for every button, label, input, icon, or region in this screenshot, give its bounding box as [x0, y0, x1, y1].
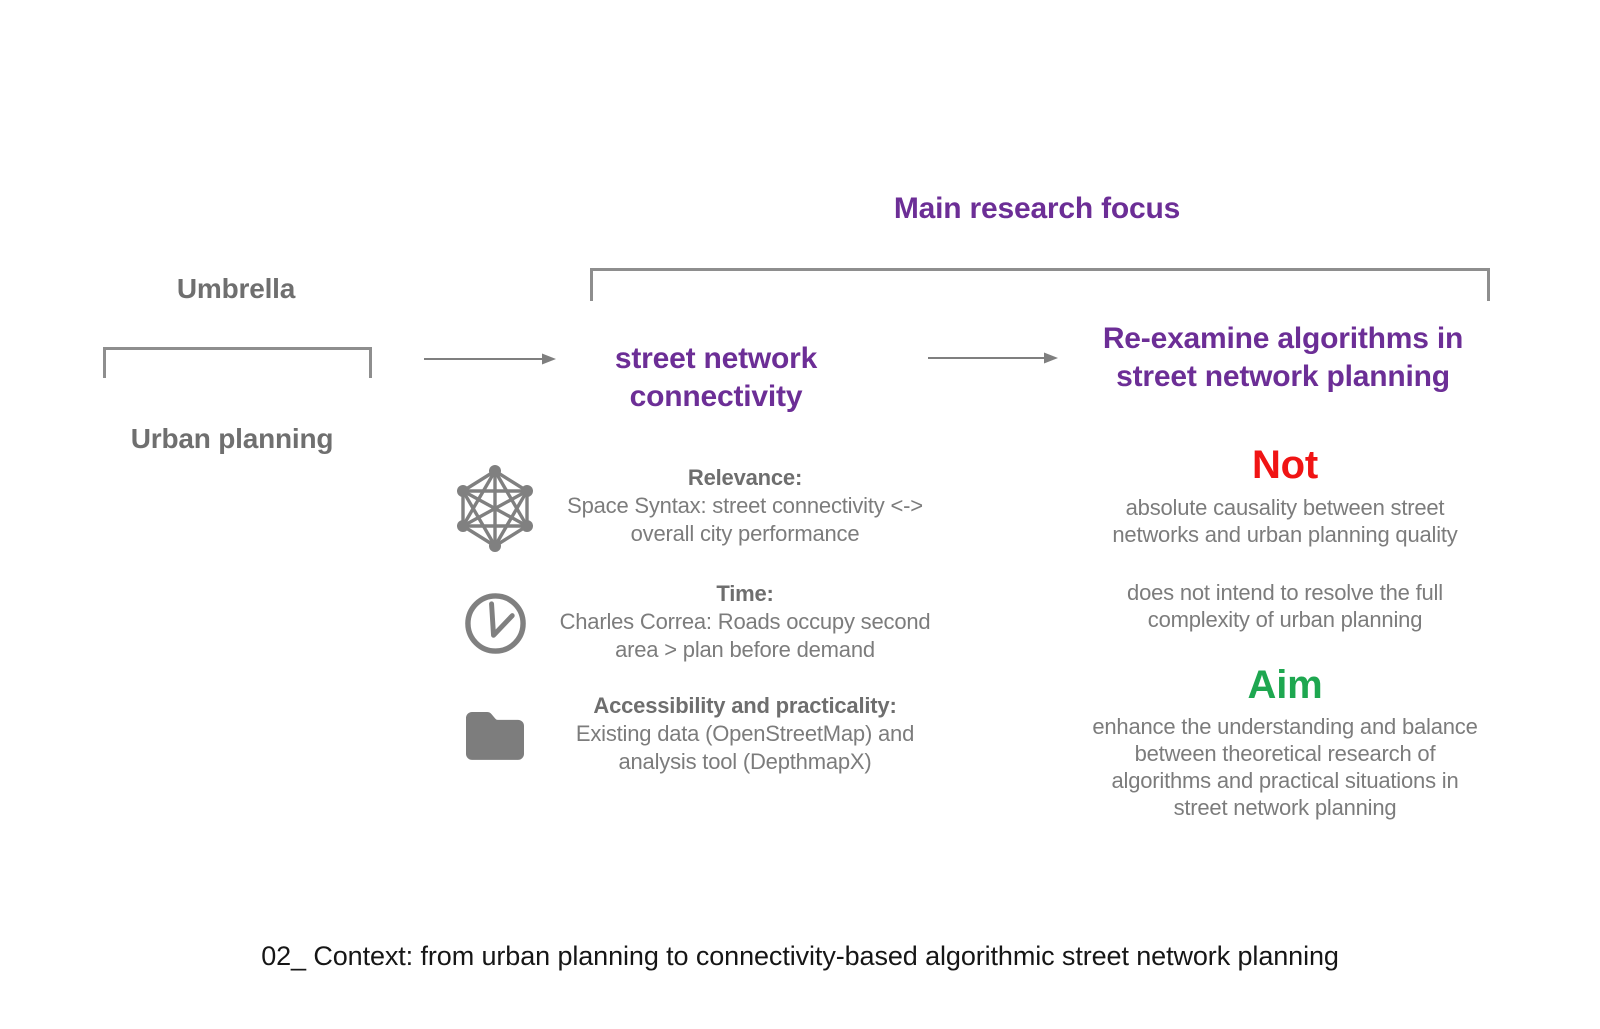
urban-planning-label: Urban planning	[130, 423, 334, 454]
paragraph-line: networks and urban planning quality	[1112, 522, 1458, 547]
arrow-right-icon	[424, 352, 556, 366]
factor-line: overall city performance	[630, 521, 860, 546]
aim-label: Aim	[1247, 663, 1323, 707]
street-network-connectivity-heading: street network connectivity	[516, 340, 916, 416]
umbrella-label: Umbrella	[176, 273, 296, 304]
scope-paragraph: does not intend to resolve the full comp…	[1075, 579, 1495, 633]
paragraph-line: absolute causality between street	[1125, 495, 1445, 520]
paragraph-line: complexity of urban planning	[1147, 607, 1423, 632]
factor-title: Relevance:	[687, 465, 803, 490]
not-paragraph: absolute causality between street networ…	[1075, 494, 1495, 548]
paragraph-line: between theoretical research of	[1134, 741, 1436, 766]
factor-line: analysis tool (DepthmapX)	[618, 749, 872, 774]
network-graph-icon	[457, 465, 533, 552]
paragraph-line: street network planning	[1173, 795, 1397, 820]
factor-relevance: Relevance: Space Syntax: street connecti…	[530, 464, 960, 548]
paragraph-line: does not intend to resolve the full	[1127, 580, 1443, 605]
factor-line: Space Syntax: street connectivity <->	[567, 493, 923, 518]
aim-paragraph: enhance the understanding and balance be…	[1060, 713, 1510, 821]
heading-line: Re-examine algorithms in	[1102, 322, 1464, 355]
reexamine-heading: Re-examine algorithms in street network …	[1073, 320, 1493, 396]
paragraph-line: enhance the understanding and balance	[1092, 714, 1478, 739]
main-research-focus-heading: Main research focus	[893, 192, 1181, 225]
umbrella-bracket	[103, 347, 372, 378]
factor-title: Time:	[716, 581, 774, 606]
arrow-right-icon	[928, 351, 1058, 365]
factor-time: Time: Charles Correa: Roads occupy secon…	[530, 580, 960, 664]
clock-icon	[463, 592, 528, 657]
slide-caption: 02_ Context: from urban planning to conn…	[261, 941, 1339, 971]
factor-title: Accessibility and practicality:	[593, 693, 897, 718]
heading-line: street network planning	[1116, 360, 1450, 393]
factor-line: Existing data (OpenStreetMap) and	[575, 721, 915, 746]
factor-line: Charles Correa: Roads occupy second	[559, 609, 931, 634]
folder-icon	[462, 705, 528, 763]
heading-line: connectivity	[629, 380, 803, 413]
factor-accessibility: Accessibility and practicality: Existing…	[530, 692, 960, 776]
factor-line: area > plan before demand	[615, 637, 875, 662]
heading-line: street network	[614, 342, 818, 375]
paragraph-line: algorithms and practical situations in	[1111, 768, 1459, 793]
main-focus-bracket	[590, 268, 1490, 301]
not-label: Not	[1251, 443, 1319, 487]
